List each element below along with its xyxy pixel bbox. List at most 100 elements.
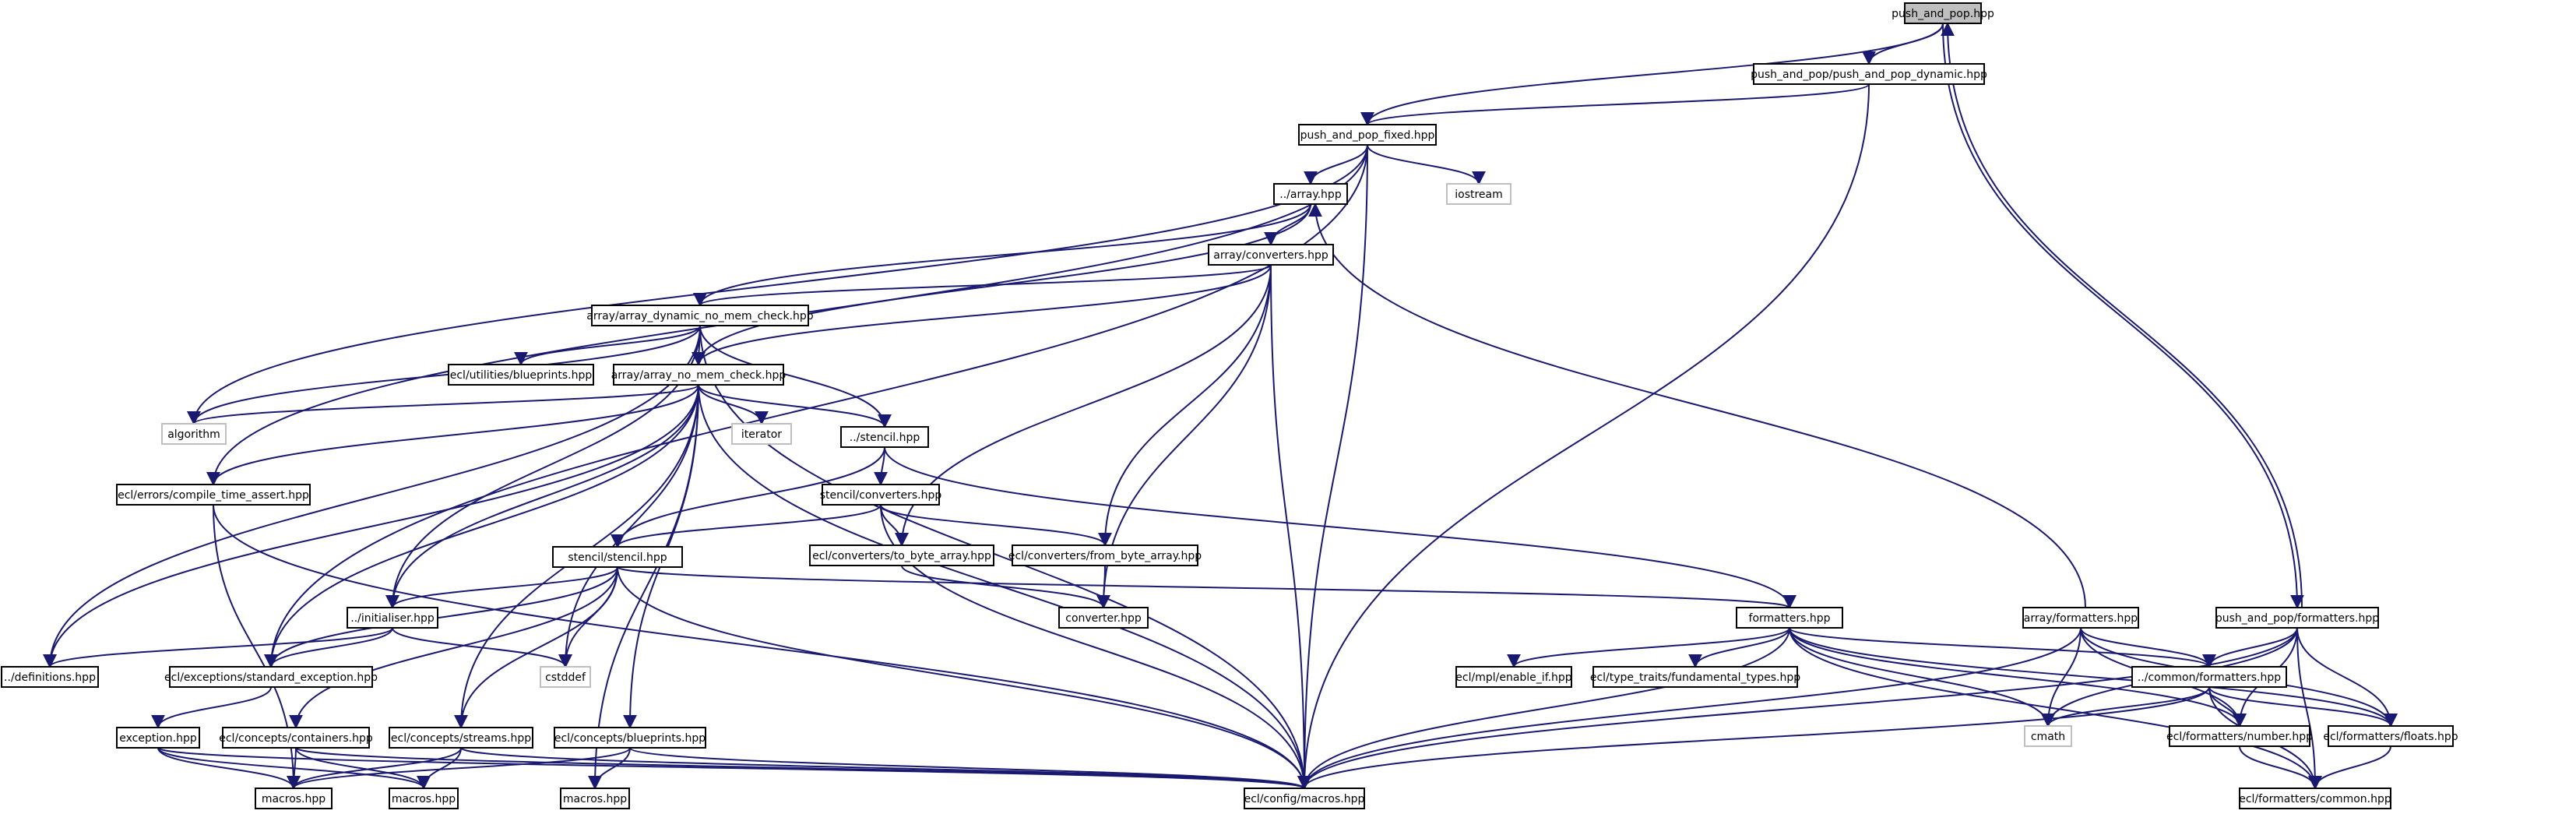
node-label: algorithm	[167, 428, 220, 441]
edge-stencil-converters-hpp-to-stencil-stencil-hpp	[611, 504, 882, 548]
node-box	[1904, 2, 1982, 24]
edge-array-array-dynamic-no-mem-check-hpp-to-algorithm	[187, 325, 701, 425]
node-box	[809, 544, 994, 566]
edge-formatters-hpp-to-ecl-formatters-number-hpp	[1789, 627, 2247, 728]
node-ecl-errors-compile-time-assert-hpp[interactable]: ecl/errors/compile_time_assert.hpp	[116, 484, 311, 506]
node-ecl-mpl-enable-if-hpp[interactable]: ecl/mpl/enable_if.hpp	[1455, 666, 1572, 688]
edge-up-common-formatters-hpp-to-ecl-formatters-number-hpp	[2208, 686, 2247, 728]
node-up-initialiser-hpp[interactable]: ../initialiser.hpp	[347, 607, 438, 629]
node-box	[448, 364, 594, 386]
node-ecl-formatters-common-hpp[interactable]: ecl/formatters/common.hpp	[2239, 788, 2391, 809]
edge-array-converters-hpp-to-ecl-config-macros-hpp	[1270, 264, 1311, 790]
node-ecl-formatters-number-hpp[interactable]: ecl/formatters/number.hpp	[2166, 725, 2313, 747]
node-iterator: iterator	[731, 423, 792, 445]
edge-stencil-stencil-hpp-to-ecl-concepts-streams-hpp	[454, 566, 618, 729]
node-ecl-formatters-floats-hpp[interactable]: ecl/formatters/floats.hpp	[2323, 725, 2458, 747]
edge-ecl-concepts-blueprints-hpp-to-macros-hpp	[287, 747, 631, 790]
edge-array-array-dynamic-no-mem-check-hpp-to-ecl-config-macros-hpp	[699, 325, 1311, 790]
node-box	[2328, 725, 2454, 747]
node-box	[1298, 124, 1437, 146]
edge-ecl-converters-from-byte-array-hpp-to-converter-hpp	[1096, 565, 1111, 609]
node-array-array-no-mem-check-hpp[interactable]: array/array_no_mem_check.hpp	[611, 364, 787, 386]
edge-push-and-pop-fixed-hpp-to-ecl-config-macros-hpp	[1297, 144, 1368, 790]
edge-array-array-no-mem-check-hpp-to-ecl-exceptions-standard-exception-hpp	[264, 384, 699, 668]
edge-array-array-no-mem-check-hpp-to-iterator	[698, 384, 769, 425]
node-ecl-exceptions-standard-exception-hpp[interactable]: ecl/exceptions/standard_exception.hpp	[164, 666, 378, 688]
node-macros-hpp[interactable]: macros.hpp	[389, 788, 459, 809]
node-array-array-dynamic-no-mem-check-hpp[interactable]: array/array_dynamic_no_mem_check.hpp	[586, 305, 814, 326]
node-label: converter.hpp	[1065, 612, 1142, 625]
node-ecl-concepts-blueprints-hpp[interactable]: ecl/concepts/blueprints.hpp	[554, 727, 706, 749]
node-formatters-hpp[interactable]: formatters.hpp	[1736, 607, 1843, 629]
node-box	[1736, 607, 1843, 629]
node-push-and-pop-fixed-hpp[interactable]: push_and_pop_fixed.hpp	[1298, 124, 1437, 146]
edge-array-converters-hpp-to-converter-hpp	[1096, 264, 1272, 609]
node-up-stencil-hpp[interactable]: ../stencil.hpp	[840, 426, 929, 448]
node-up-array-hpp[interactable]: ../array.hpp	[1273, 183, 1348, 205]
node-ecl-type-traits-fundamental-types-hpp[interactable]: ecl/type_traits/fundamental_types.hpp	[1590, 666, 1800, 688]
edge-up-common-formatters-hpp-to-ecl-formatters-floats-hpp	[2208, 686, 2398, 728]
node-converter-hpp[interactable]: converter.hpp	[1058, 607, 1149, 629]
edge-up-array-hpp-to-array-array-dynamic-no-mem-check-hpp	[693, 203, 1311, 307]
edge-array-array-no-mem-check-hpp-to-ecl-errors-compile-time-assert-hpp	[206, 384, 699, 486]
node-array-formatters-hpp[interactable]: array/formatters.hpp	[2022, 607, 2139, 629]
edge-ecl-errors-compile-time-assert-hpp-to-ecl-config-macros-hpp	[213, 504, 1311, 790]
edge-array-converters-hpp-to-ecl-converters-from-byte-array-hpp	[1098, 264, 1272, 547]
node-label: ecl/errors/compile_time_assert.hpp	[118, 489, 309, 502]
node-box	[1208, 244, 1334, 266]
node-stencil-stencil-hpp[interactable]: stencil/stencil.hpp	[552, 546, 683, 568]
node-up-common-formatters-hpp[interactable]: ../common/formatters.hpp	[2131, 666, 2287, 688]
node-box	[1058, 607, 1149, 629]
edge-formatters-hpp-to-ecl-config-macros-hpp	[1297, 627, 1790, 790]
node-ecl-concepts-containers-hpp[interactable]: ecl/concepts/containers.hpp	[219, 727, 373, 749]
edge-ecl-concepts-containers-hpp-to-ecl-config-macros-hpp	[295, 747, 1311, 790]
node-macros-hpp[interactable]: macros.hpp	[255, 788, 333, 809]
edge-array-formatters-hpp-to-cmath	[2041, 627, 2082, 728]
node-push-and-pop-hpp[interactable]: push_and_pop.hpp	[1892, 2, 1994, 24]
edge-up-stencil-hpp-to-formatters-hpp	[884, 446, 1797, 609]
node-ecl-converters-to-byte-array-hpp[interactable]: ecl/converters/to_byte_array.hpp	[809, 544, 994, 566]
edge-up-array-hpp-to-array-converters-hpp	[1264, 203, 1311, 246]
edge-exception-hpp-to-macros-hpp	[157, 747, 431, 790]
edge-array-array-dynamic-no-mem-check-hpp-to-ecl-utilities-blueprints-hpp	[514, 325, 701, 366]
node-ecl-utilities-blueprints-hpp[interactable]: ecl/utilities/blueprints.hpp	[448, 364, 594, 386]
edge-push-and-pop-formatters-hpp-to-ecl-formatters-floats-hpp	[2296, 627, 2398, 728]
node-ecl-config-macros-hpp[interactable]: ecl/config/macros.hpp	[1244, 788, 1365, 809]
edge-formatters-hpp-to-ecl-formatters-common-hpp	[1789, 627, 2322, 790]
node-label: array/array_no_mem_check.hpp	[611, 369, 787, 382]
node-box	[2215, 607, 2379, 629]
node-box	[116, 727, 200, 749]
node-push-and-pop-formatters-hpp[interactable]: push_and_pop/formatters.hpp	[2215, 607, 2379, 629]
node-ecl-converters-from-byte-array-hpp[interactable]: ecl/converters/from_byte_array.hpp	[1008, 544, 1202, 566]
edge-push-and-pop-hpp-to-push-and-pop-formatters-hpp	[1942, 23, 2304, 609]
node-box	[560, 788, 630, 809]
node-up-definitions-hpp[interactable]: ../definitions.hpp	[1, 666, 99, 688]
node-box	[169, 666, 373, 688]
node-box	[554, 727, 706, 749]
node-label: array/array_dynamic_no_mem_check.hpp	[586, 310, 814, 322]
node-label: push_and_pop.hpp	[1892, 8, 1994, 20]
node-macros-hpp[interactable]: macros.hpp	[560, 788, 630, 809]
node-label: formatters.hpp	[1749, 612, 1831, 625]
node-stencil-converters-hpp[interactable]: stencil/converters.hpp	[820, 484, 942, 506]
edge-array-formatters-hpp-to-up-array-hpp	[1308, 203, 2086, 608]
edge-ecl-exceptions-standard-exception-hpp-to-exception-hpp	[151, 686, 272, 729]
node-box	[1244, 788, 1365, 809]
node-exception-hpp[interactable]: exception.hpp	[116, 727, 200, 749]
node-label: ../definitions.hpp	[4, 671, 96, 684]
edge-ecl-concepts-streams-hpp-to-macros-hpp	[287, 747, 462, 790]
node-label: macros.hpp	[262, 793, 326, 805]
edge-stencil-stencil-hpp-to-ecl-exceptions-standard-exception-hpp	[264, 566, 618, 668]
node-iostream: iostream	[1446, 183, 1511, 205]
node-box	[1273, 183, 1348, 205]
node-array-converters-hpp[interactable]: array/converters.hpp	[1208, 244, 1334, 266]
edge-ecl-concepts-blueprints-hpp-to-macros-hpp	[588, 747, 631, 790]
node-label: ecl/formatters/number.hpp	[2166, 731, 2313, 743]
edge-stencil-stencil-hpp-to-up-initialiser-hpp	[385, 566, 618, 609]
node-box	[2022, 607, 2139, 629]
node-ecl-concepts-streams-hpp[interactable]: ecl/concepts/streams.hpp	[389, 727, 533, 749]
node-box	[161, 423, 227, 445]
node-push-and-pop-push-and-pop-dynamic-hpp[interactable]: push_and_pop/push_and_pop_dynamic.hpp	[1751, 63, 1987, 85]
edge-push-and-pop-formatters-hpp-to-ecl-formatters-common-hpp	[2296, 627, 2322, 790]
node-box	[2131, 666, 2287, 688]
